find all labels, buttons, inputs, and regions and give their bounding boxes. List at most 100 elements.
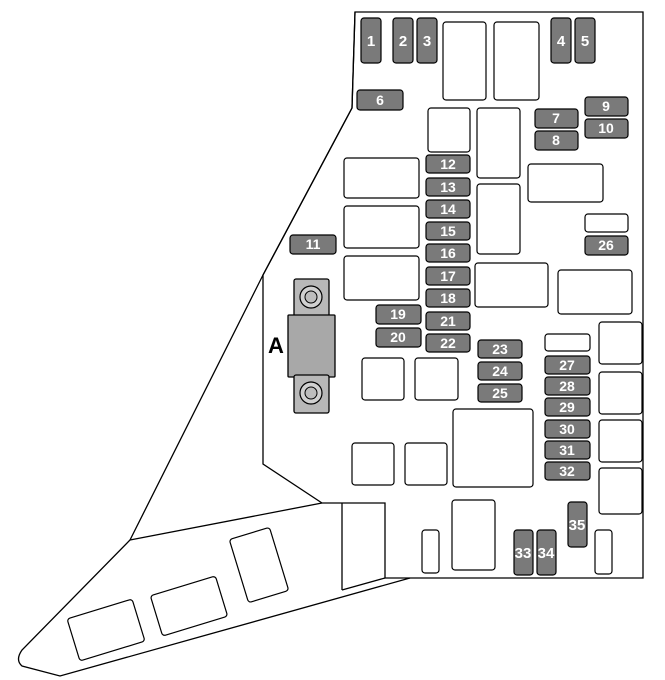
tray-divider-left xyxy=(129,502,323,541)
svg-text:12: 12 xyxy=(440,156,456,172)
relay-slot xyxy=(527,163,604,203)
fuse-21[interactable]: 21 xyxy=(425,311,471,331)
fuse-24[interactable]: 24 xyxy=(477,361,523,381)
bolt-icon xyxy=(299,285,323,309)
svg-text:2: 2 xyxy=(399,33,407,50)
fuse-29[interactable]: 29 xyxy=(544,397,591,417)
svg-text:10: 10 xyxy=(598,120,614,136)
svg-text:32: 32 xyxy=(559,463,575,479)
svg-text:31: 31 xyxy=(559,442,575,458)
fuse-7[interactable]: 7 xyxy=(534,108,579,129)
fuse-23[interactable]: 23 xyxy=(477,339,523,359)
svg-text:29: 29 xyxy=(559,399,575,415)
relay-slot xyxy=(493,21,540,101)
svg-text:17: 17 xyxy=(440,268,456,284)
svg-text:27: 27 xyxy=(559,357,575,373)
relay-slot xyxy=(343,205,420,249)
fuse-17[interactable]: 17 xyxy=(425,266,471,286)
svg-text:11: 11 xyxy=(306,236,321,252)
svg-text:15: 15 xyxy=(440,223,456,239)
fuse-11[interactable]: 11 xyxy=(289,234,337,255)
fuse-33[interactable]: 33 xyxy=(513,529,534,576)
relay-slot xyxy=(361,357,405,401)
fuse-34[interactable]: 34 xyxy=(536,529,557,576)
svg-text:13: 13 xyxy=(440,179,456,195)
fuse-30[interactable]: 30 xyxy=(544,419,591,439)
fuse-35[interactable]: 35 xyxy=(567,501,588,548)
svg-text:24: 24 xyxy=(492,363,508,379)
relay-slot xyxy=(598,321,643,365)
svg-text:21: 21 xyxy=(440,313,456,329)
relay-slot xyxy=(584,213,629,233)
svg-text:20: 20 xyxy=(390,329,406,345)
fuse-27[interactable]: 27 xyxy=(544,355,591,375)
svg-text:28: 28 xyxy=(559,378,575,394)
relay-slot xyxy=(351,442,395,486)
fuse-10[interactable]: 10 xyxy=(584,118,629,139)
tray-slot xyxy=(150,576,228,636)
svg-text:7: 7 xyxy=(552,110,560,126)
relay-slot xyxy=(598,467,643,515)
svg-text:18: 18 xyxy=(440,290,456,306)
fuse-13[interactable]: 13 xyxy=(425,177,471,197)
fuse-26[interactable]: 26 xyxy=(584,235,629,256)
fuse-14[interactable]: 14 xyxy=(425,199,471,219)
bolt-icon xyxy=(299,381,323,405)
tray-slot xyxy=(67,599,145,661)
relay-slot xyxy=(343,255,420,301)
fuse-6[interactable]: 6 xyxy=(356,89,404,111)
main-fuse-a[interactable] xyxy=(287,278,336,414)
svg-text:35: 35 xyxy=(569,517,586,534)
relay-slots xyxy=(67,21,643,661)
fuse-12[interactable]: 12 xyxy=(425,154,471,174)
svg-text:4: 4 xyxy=(557,33,566,50)
fuse-18[interactable]: 18 xyxy=(425,288,471,308)
fuse-32[interactable]: 32 xyxy=(544,461,591,481)
relay-slot xyxy=(476,107,521,179)
tray-slot xyxy=(229,527,289,603)
svg-text:30: 30 xyxy=(559,421,575,437)
callout-label-a: A xyxy=(268,333,284,358)
fuse-5[interactable]: 5 xyxy=(574,17,596,64)
fuse-2[interactable]: 2 xyxy=(392,17,414,64)
svg-text:34: 34 xyxy=(538,545,555,562)
relay-slot xyxy=(421,529,440,574)
svg-text:26: 26 xyxy=(598,237,614,253)
svg-text:14: 14 xyxy=(440,201,456,217)
svg-text:23: 23 xyxy=(492,341,508,357)
fuse-4[interactable]: 4 xyxy=(550,17,572,64)
svg-text:8: 8 xyxy=(552,132,560,148)
fuse-9[interactable]: 9 xyxy=(584,96,629,117)
fuse-25[interactable]: 25 xyxy=(477,383,523,403)
fuse-1[interactable]: 1 xyxy=(360,17,382,64)
tray-divider-mid xyxy=(341,577,386,591)
svg-text:22: 22 xyxy=(440,335,456,351)
fuse-20[interactable]: 20 xyxy=(375,327,422,348)
relay-slot xyxy=(594,529,613,575)
fuse-3[interactable]: 3 xyxy=(416,17,438,64)
fuse-28[interactable]: 28 xyxy=(544,376,591,396)
fuse-19[interactable]: 19 xyxy=(375,304,422,325)
svg-text:5: 5 xyxy=(581,33,589,50)
relay-slot xyxy=(427,107,471,153)
relay-slot xyxy=(476,183,521,255)
fuse-15[interactable]: 15 xyxy=(425,221,471,241)
relay-slot xyxy=(474,262,549,308)
svg-text:3: 3 xyxy=(423,33,431,50)
svg-text:6: 6 xyxy=(376,92,384,108)
main-fuse-body xyxy=(287,314,336,378)
relay-slot xyxy=(404,442,448,486)
relay-slot xyxy=(451,499,496,571)
relay-slot xyxy=(442,21,487,101)
fuse-group: 1 2 3 4 5 6 7 8 9 10 11 12 13 14 15 16 1… xyxy=(289,17,629,576)
fuse-31[interactable]: 31 xyxy=(544,440,591,460)
fuse-16[interactable]: 16 xyxy=(425,243,471,263)
relay-slot xyxy=(544,333,591,352)
relay-slot xyxy=(598,419,643,463)
relay-slot xyxy=(598,371,643,415)
fuse-8[interactable]: 8 xyxy=(534,130,579,151)
fuse-22[interactable]: 22 xyxy=(425,333,471,353)
svg-text:9: 9 xyxy=(602,98,610,114)
svg-text:25: 25 xyxy=(492,385,508,401)
